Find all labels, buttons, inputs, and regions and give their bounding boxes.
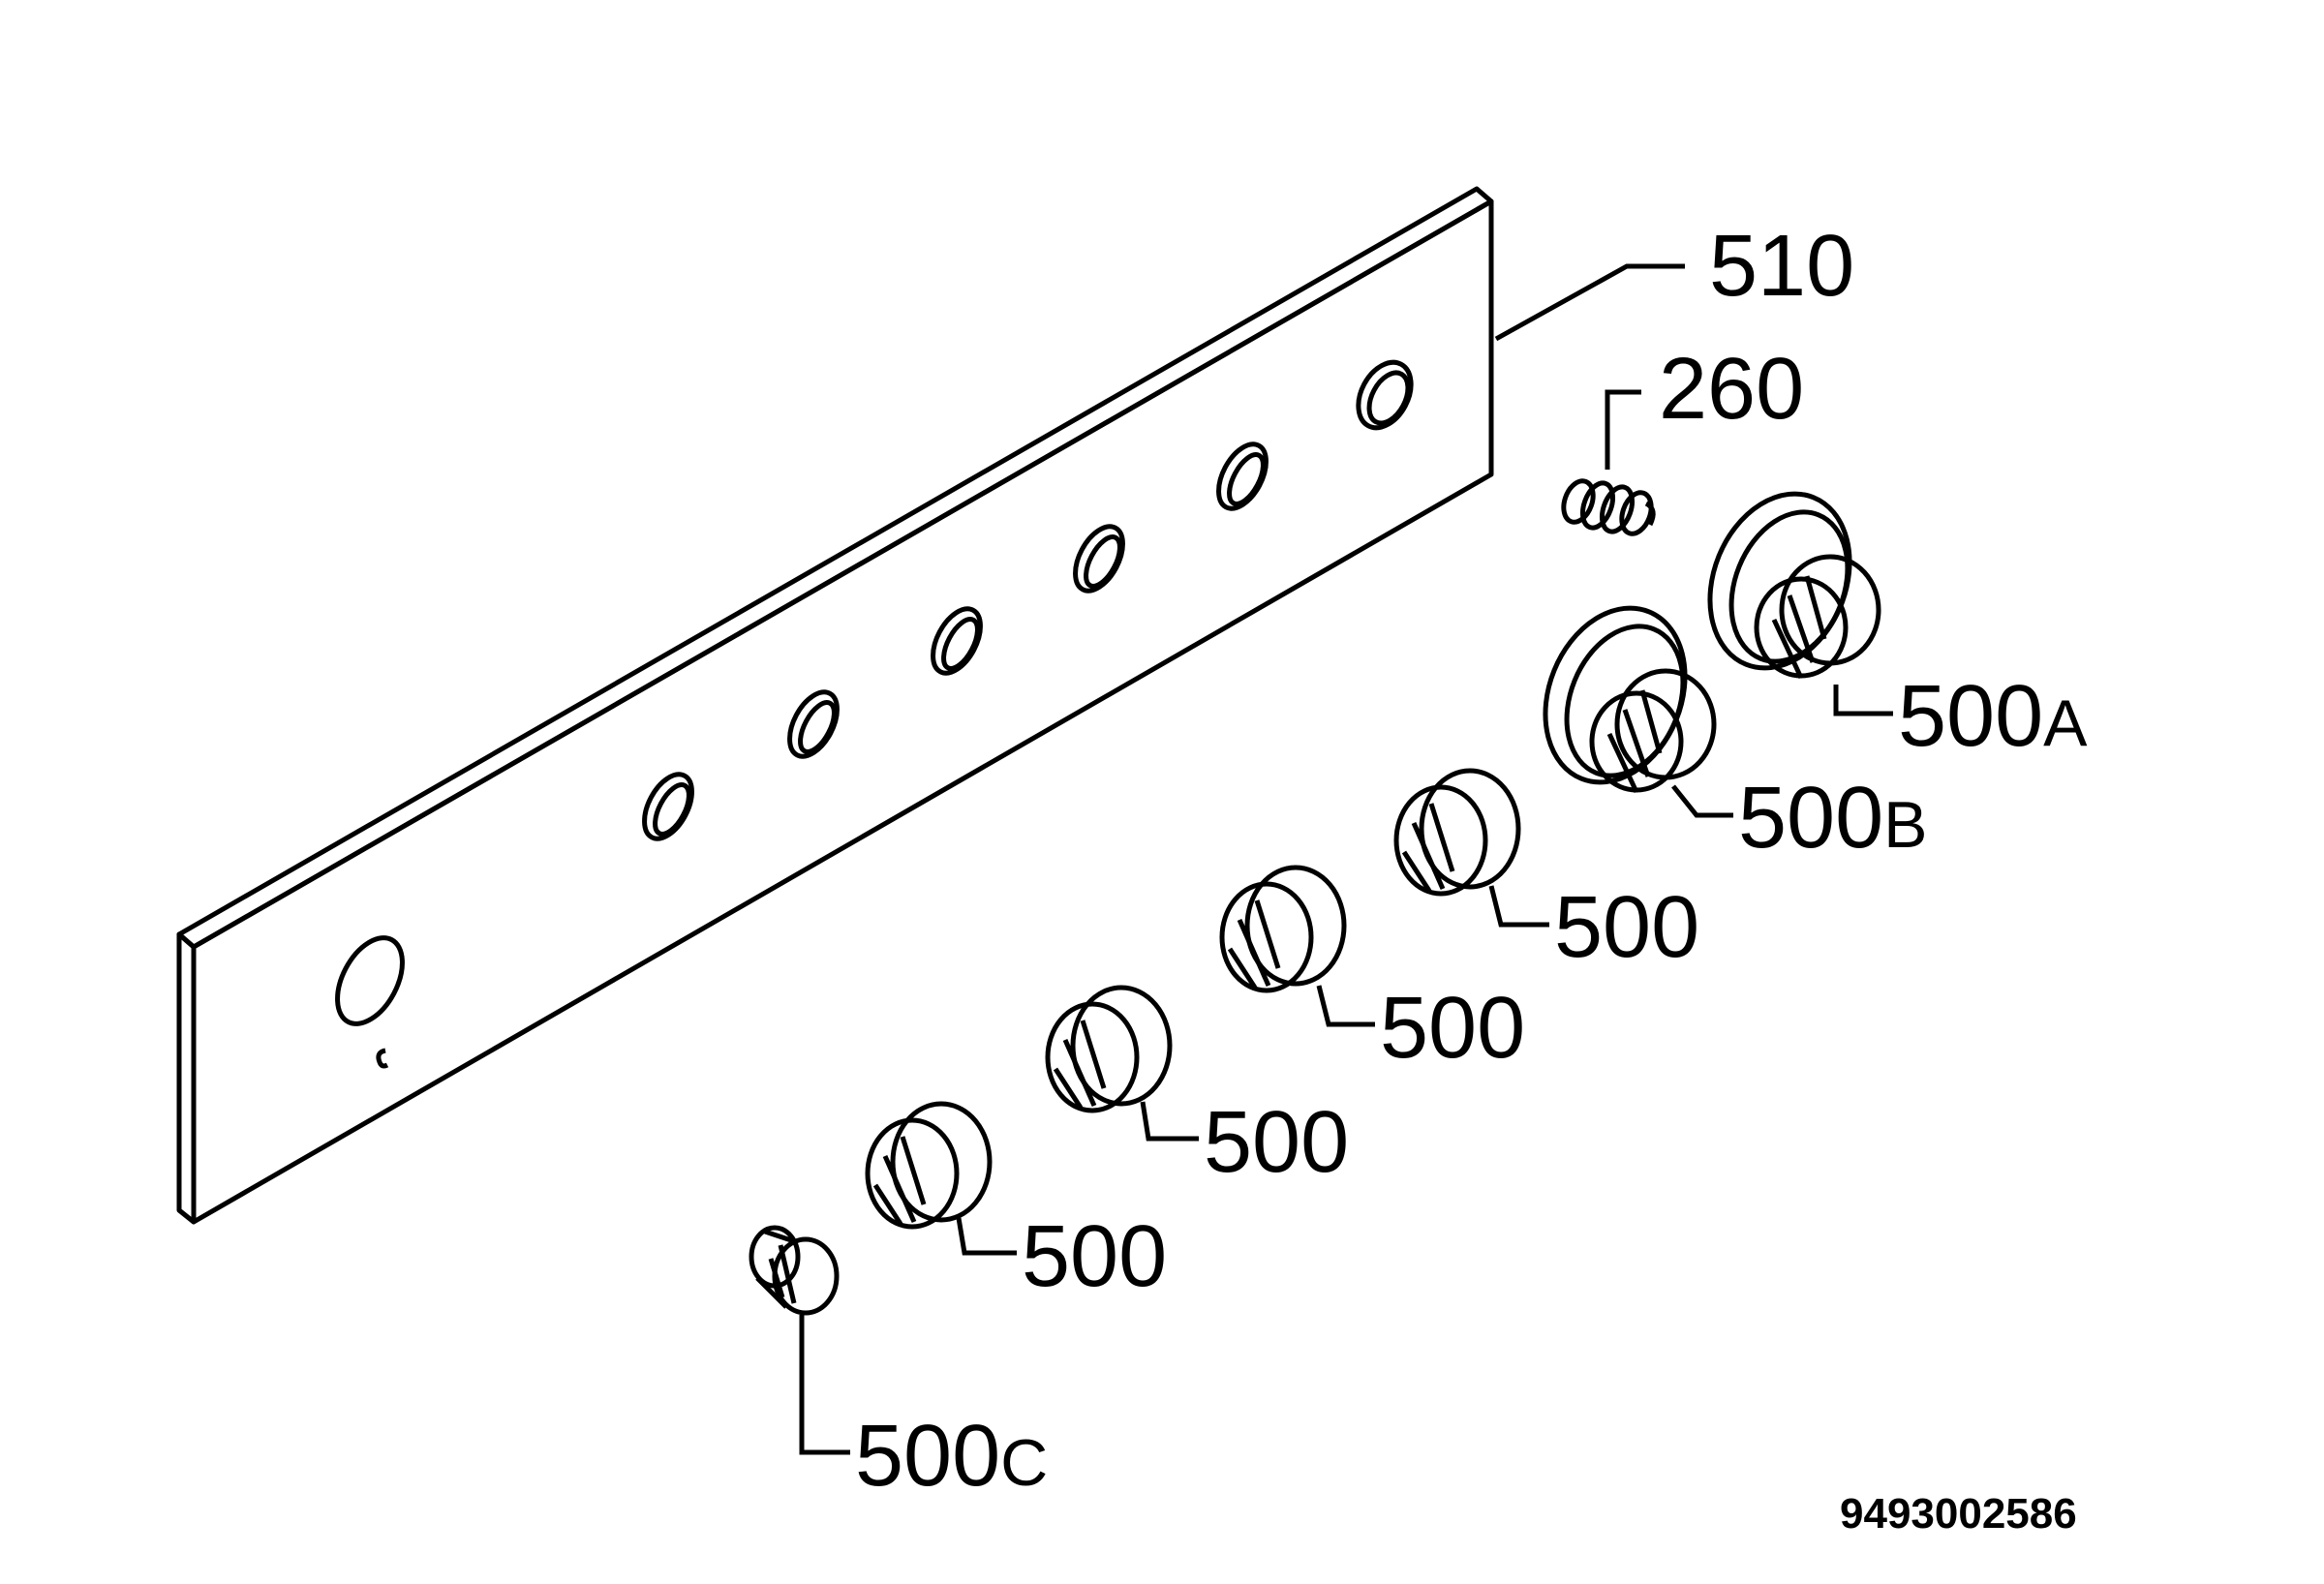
panel-hole (931, 606, 983, 676)
panel-hole (1356, 359, 1414, 431)
callout-500-2: 500 (1380, 980, 1525, 1077)
knob-500-4 (865, 1101, 993, 1230)
knob-500-3 (1045, 985, 1173, 1113)
control-panel (176, 186, 1494, 1225)
panel-hole (1073, 524, 1125, 594)
panel-hole (1216, 442, 1269, 511)
knob-500-2 (1219, 865, 1347, 993)
drawing-number: 9493002586 (1840, 1490, 2077, 1538)
knob-500c (749, 1225, 840, 1316)
callout-500-3: 500 (1204, 1094, 1349, 1191)
callout-500b: 500B (1738, 770, 1928, 867)
callout-510: 510 (1709, 218, 1854, 315)
knob-500b (1543, 605, 1717, 794)
panel-hole (787, 689, 840, 759)
knob-500a (1707, 491, 1881, 680)
leader-lines (799, 263, 1893, 1455)
knob-500-1 (1393, 768, 1521, 897)
callout-260: 260 (1659, 341, 1804, 438)
panel-hole (642, 772, 694, 841)
panel-hole (335, 935, 405, 1026)
panel-mark-icon (376, 1048, 389, 1069)
callout-500a: 500A (1898, 668, 2088, 765)
callout-500c: 500C (855, 1408, 1048, 1505)
callout-500-4: 500 (1022, 1208, 1167, 1305)
spring (1561, 478, 1656, 536)
callout-500-1: 500 (1554, 879, 1699, 976)
